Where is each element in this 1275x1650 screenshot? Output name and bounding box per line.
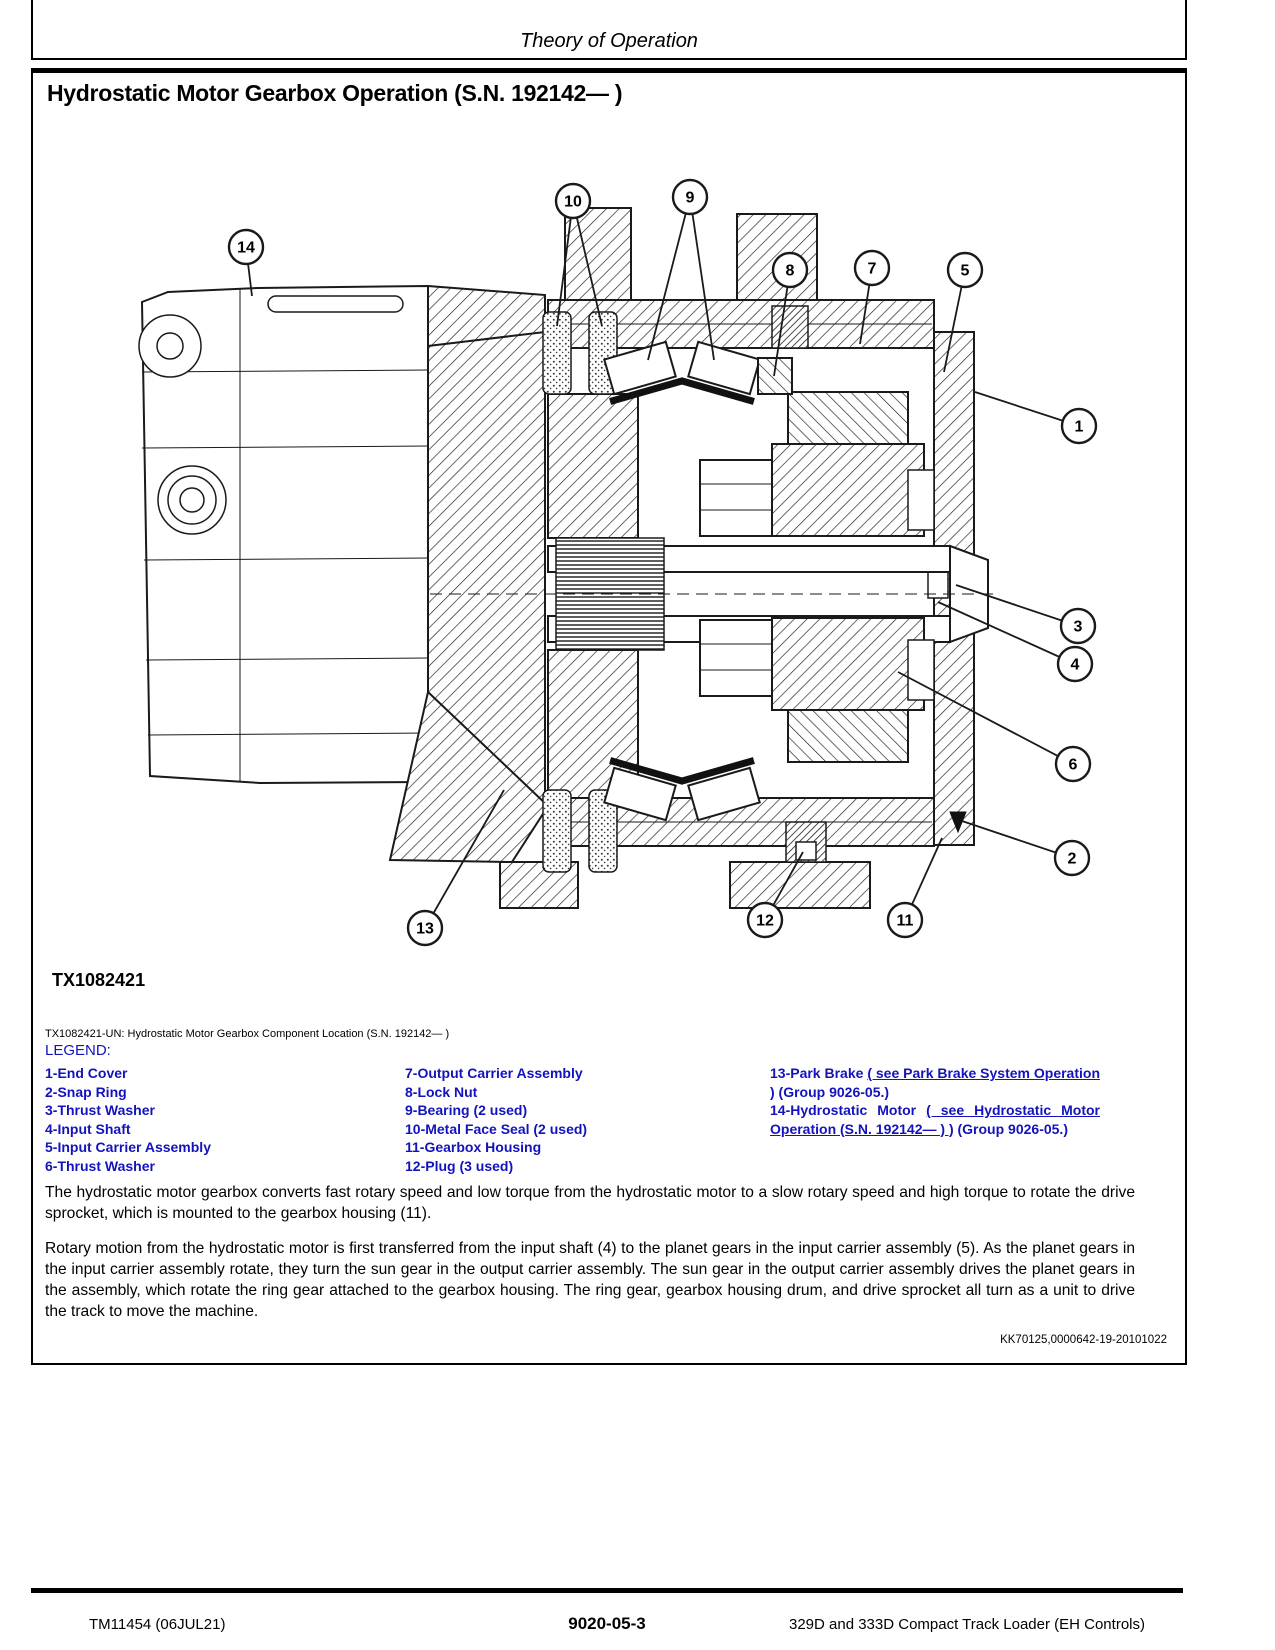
callout-leader-line	[897, 671, 1074, 765]
legend-item: 10-Metal Face Seal (2 used)	[405, 1120, 588, 1137]
svg-text:9: 9	[686, 190, 695, 207]
footer-rule	[31, 1588, 1183, 1593]
legend-item: 7-Output Carrier Assembly	[405, 1065, 583, 1081]
callout-14: 14	[227, 228, 265, 266]
legend-item: 6-Thrust Washer	[45, 1157, 155, 1174]
legend-heading: LEGEND:	[45, 1042, 111, 1059]
callout-12: 12	[746, 901, 784, 939]
svg-text:8: 8	[786, 263, 795, 280]
footer-page-number: 9020-05-3	[568, 1614, 646, 1633]
callout-11: 11	[886, 901, 924, 939]
legend-item-text: (Group 9026-05.)	[953, 1120, 1068, 1137]
footer-model-name: 329D and 333D Compact Track Loader (EH C…	[788, 1616, 1145, 1633]
legend-column-1: 1-End Cover 2-Snap Ring 3-Thrust Washer 4-I…	[45, 1064, 405, 1175]
svg-text:7: 7	[868, 261, 877, 278]
callout-4: 4	[1056, 645, 1094, 683]
legend-item: 1-End Cover	[45, 1065, 128, 1081]
legend-crossref-link[interactable]: ( see Hydrostatic Motor Operation (S.N. …	[770, 1102, 1100, 1137]
header-box: Theory of Operation	[31, 0, 1187, 60]
callout-leader-line	[961, 820, 1073, 859]
callout-leader-line	[556, 200, 574, 327]
legend-column-3: 13-Park Brake ( see Park Brake System Op…	[770, 1064, 1100, 1138]
callout-2: 2	[1053, 839, 1091, 877]
callout-6: 6	[1054, 745, 1092, 783]
callout-13: 13	[406, 909, 444, 947]
svg-text:5: 5	[961, 263, 970, 280]
callout-leader-line	[689, 196, 715, 361]
legend-item: 14-Hydrostatic Motor ( see Hydrostatic M…	[770, 1101, 1100, 1138]
svg-text:6: 6	[1069, 757, 1078, 774]
callout-7: 7	[853, 249, 891, 287]
callout-leader-line	[974, 391, 1080, 427]
svg-text:3: 3	[1074, 619, 1083, 636]
legend: 1-End Cover 2-Snap Ring 3-Thrust Washer 4-I…	[45, 1064, 1135, 1175]
footer-manual-number: TM11454 (06JUL21)	[89, 1616, 226, 1633]
figure-caption: TX1082421-UN: Hydrostatic Motor Gearbox …	[45, 1028, 450, 1040]
callout-leader-line	[937, 601, 1076, 665]
legend-item: 13-Park Brake ( see Park Brake System Op…	[770, 1064, 1100, 1101]
svg-text:2: 2	[1068, 851, 1077, 868]
callout-8: 8	[771, 251, 809, 289]
legend-item: 12-Plug (3 used)	[405, 1157, 514, 1174]
body-text: The hydrostatic motor gearbox converts f…	[45, 1182, 1135, 1336]
page-header-title: Theory of Operation	[520, 30, 698, 52]
legend-item: 11-Gearbox Housing	[405, 1139, 542, 1155]
svg-text:14: 14	[237, 240, 255, 257]
body-paragraph: The hydrostatic motor gearbox converts f…	[45, 1184, 1135, 1222]
legend-column-2: 7-Output Carrier Assembly 8-Lock Nut 9-Bea…	[405, 1064, 770, 1175]
legend-item: 2-Snap Ring	[45, 1083, 127, 1100]
body-paragraph: Rotary motion from the hydrostatic motor…	[45, 1240, 1135, 1320]
callout-leader-line	[572, 200, 603, 327]
callout-10: 10	[554, 182, 592, 220]
carrier-assemblies	[699, 305, 935, 863]
legend-item-text: (Group 9026-05.)	[774, 1083, 890, 1100]
legend-item-text: 14-Hydrostatic Motor	[770, 1102, 927, 1118]
callout-9: 9	[671, 178, 709, 216]
content-box	[31, 68, 1187, 1365]
section-title: Hydrostatic Motor Gearbox Operation (S.N…	[47, 80, 623, 106]
legend-item-text: 13-Park Brake	[770, 1065, 868, 1081]
legend-crossref-link[interactable]: ( see Park Brake System Operation )	[770, 1065, 1101, 1100]
legend-item: 5-Input Carrier Assembly	[45, 1139, 211, 1155]
callout-1: 1	[1060, 407, 1098, 445]
legend-item: 4-Input Shaft	[45, 1120, 131, 1137]
svg-text:10: 10	[564, 194, 582, 211]
figure-label: TX1082421	[52, 970, 146, 990]
svg-text:12: 12	[756, 913, 774, 930]
hydrostatic-motor-outline	[138, 284, 429, 785]
svg-text:4: 4	[1071, 657, 1080, 674]
callout-leader-line	[955, 584, 1079, 627]
legend-item: 3-Thrust Washer	[45, 1102, 155, 1118]
bearings	[603, 340, 761, 822]
callout-3: 3	[1059, 607, 1097, 645]
callout-5: 5	[946, 251, 984, 289]
svg-text:13: 13	[416, 921, 434, 938]
legend-item: 9-Bearing (2 used)	[405, 1102, 528, 1118]
footer: TM11454 (06JUL21) 9020-05-3 329D and 333…	[31, 1612, 1183, 1642]
callout-leader-line	[424, 789, 505, 929]
doc-code: KK70125,0000642-19-20101022	[1000, 1334, 1167, 1346]
legend-item: 8-Lock Nut	[405, 1083, 478, 1100]
callout-leader-line	[647, 196, 691, 361]
svg-text:1: 1	[1075, 419, 1084, 436]
svg-text:11: 11	[897, 913, 914, 930]
